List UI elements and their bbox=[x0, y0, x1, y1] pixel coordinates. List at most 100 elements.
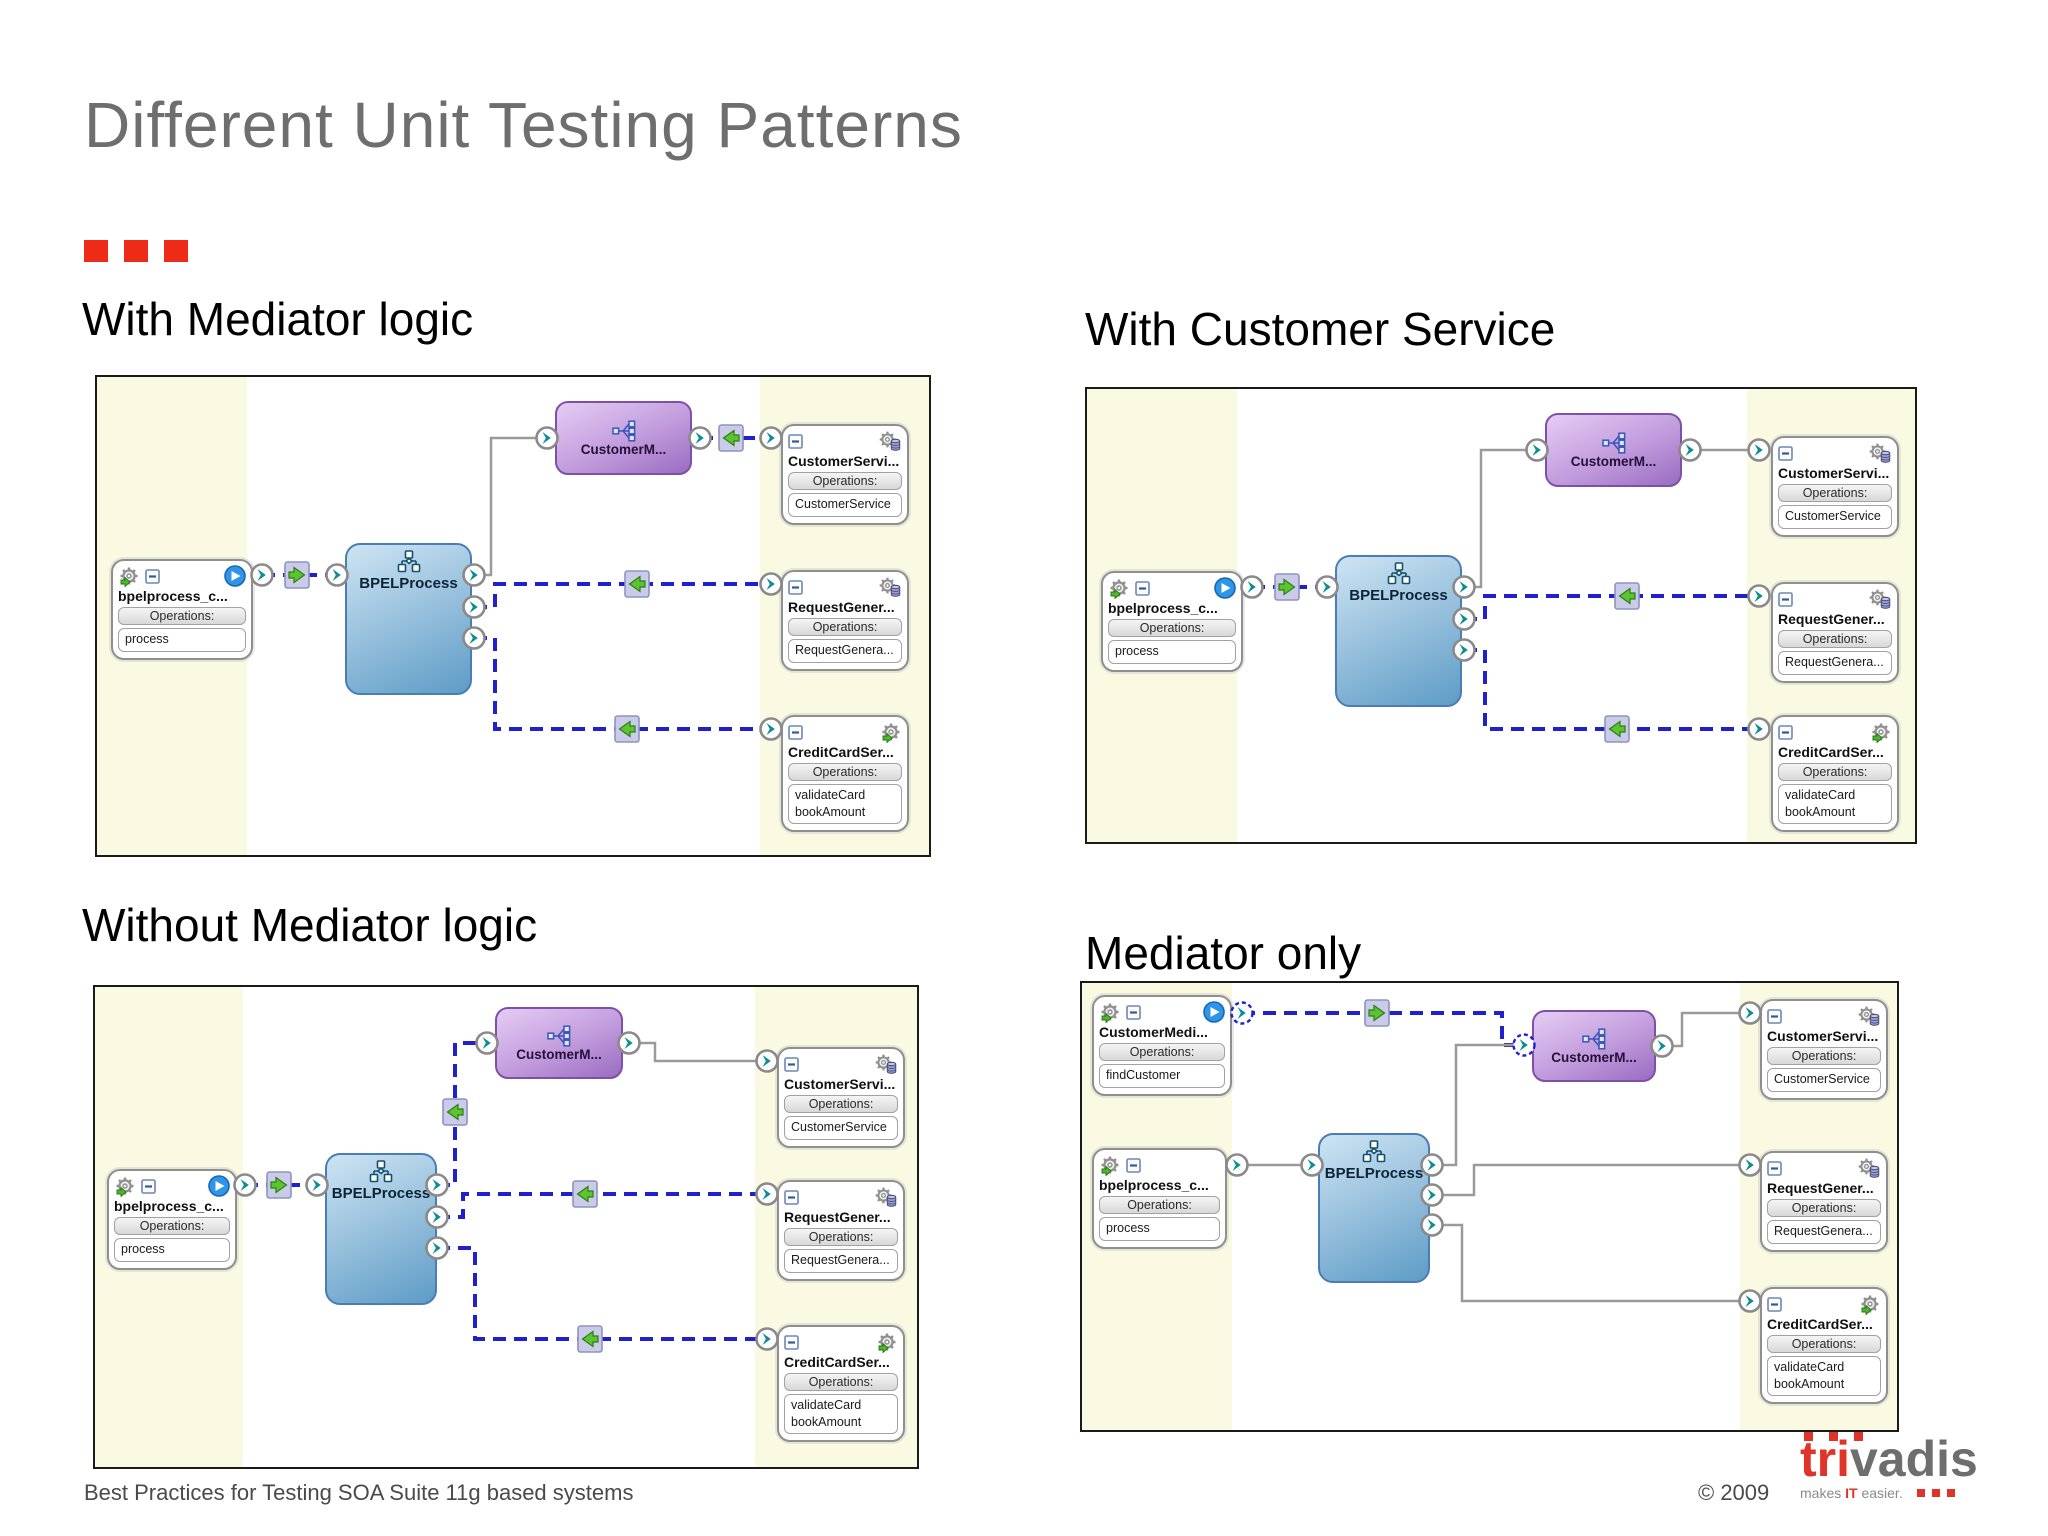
collapse-icon bbox=[1778, 445, 1793, 461]
transform-icon bbox=[1364, 999, 1390, 1027]
collapse-icon bbox=[1126, 1157, 1141, 1173]
mediator-component: CustomerM... bbox=[495, 1007, 623, 1079]
mediator-label: CustomerM... bbox=[1570, 453, 1657, 469]
bpel-process-component: BPELProcess bbox=[325, 1153, 437, 1305]
collapse-icon bbox=[784, 1334, 799, 1350]
operation: RequestGenera... bbox=[1774, 1224, 1873, 1238]
adapter-gear-db-icon bbox=[1868, 587, 1892, 611]
reference-title: CustomerServi... bbox=[1767, 1028, 1879, 1044]
component-gear-icon bbox=[1099, 1001, 1121, 1023]
service-title: bpelprocess_c... bbox=[118, 588, 228, 604]
component-gear-icon bbox=[1108, 577, 1130, 599]
run-test-icon bbox=[224, 565, 246, 587]
reference-request-generator: RequestGener... Operations: RequestGener… bbox=[777, 1180, 905, 1281]
port-icon bbox=[1240, 575, 1264, 599]
operations-label: Operations: bbox=[788, 472, 902, 490]
bpel-label: BPELProcess bbox=[331, 1185, 431, 1202]
collapse-icon bbox=[788, 724, 803, 740]
operations-label: Operations: bbox=[784, 1095, 898, 1113]
service-bpelprocess-client: bpelprocess_c... Operations: process bbox=[1101, 571, 1243, 672]
logo-squares bbox=[1916, 1489, 1955, 1497]
bpel-label: BPELProcess bbox=[1324, 1165, 1424, 1182]
reference-title: RequestGener... bbox=[784, 1209, 891, 1225]
operations-label: Operations: bbox=[1108, 619, 1236, 637]
run-test-icon bbox=[1203, 1001, 1225, 1023]
operations-label: Operations: bbox=[1767, 1047, 1881, 1065]
port-icon bbox=[1678, 438, 1702, 462]
collapse-icon bbox=[1767, 1296, 1782, 1312]
webservice-gear-icon bbox=[880, 721, 902, 743]
operation: bookAmount bbox=[1774, 1377, 1845, 1391]
collapse-icon bbox=[1767, 1008, 1782, 1024]
diagram-with-customer-service: bpelprocess_c... Operations: process BPE… bbox=[1085, 387, 1917, 844]
collapse-icon bbox=[1767, 1160, 1782, 1176]
operations-label: Operations: bbox=[788, 618, 902, 636]
trivadis-logo: trivadis makes IT easier. bbox=[1800, 1432, 2030, 1501]
port-selected-icon bbox=[1230, 1001, 1254, 1025]
webservice-gear-icon bbox=[1870, 721, 1892, 743]
operation: CustomerService bbox=[1785, 509, 1881, 523]
mediator-label: CustomerM... bbox=[1551, 1049, 1637, 1065]
footer-text: Best Practices for Testing SOA Suite 11g… bbox=[84, 1480, 634, 1505]
operation: RequestGenera... bbox=[795, 643, 894, 657]
collapse-icon bbox=[784, 1056, 799, 1072]
collapse-icon bbox=[1135, 580, 1150, 596]
operation: process bbox=[1115, 644, 1159, 658]
component-gear-icon bbox=[118, 565, 140, 587]
webservice-gear-icon bbox=[1859, 1293, 1881, 1315]
bpel-icon bbox=[369, 1160, 393, 1183]
heading-without-mediator-logic: Without Mediator logic bbox=[82, 899, 538, 951]
reference-title: CreditCardSer... bbox=[1778, 744, 1884, 760]
reference-request-generator: RequestGener... Operations: RequestGener… bbox=[781, 570, 909, 671]
mediator-label: CustomerM... bbox=[580, 441, 667, 457]
operation: RequestGenera... bbox=[1785, 655, 1884, 669]
transform-icon bbox=[1614, 582, 1640, 610]
operation: bookAmount bbox=[795, 805, 866, 819]
adapter-gear-db-icon bbox=[878, 575, 902, 599]
diagram-mediator-only: CustomerMedi... Operations: findCustomer… bbox=[1080, 981, 1899, 1432]
bpel-label: BPELProcess bbox=[1349, 587, 1448, 604]
diagram-with-mediator-logic: bpelprocess_c... Operations: process BPE… bbox=[95, 375, 931, 857]
reference-customer-service: CustomerServi... Operations: CustomerSer… bbox=[1760, 999, 1888, 1100]
reference-title: CreditCardSer... bbox=[1767, 1316, 1873, 1332]
operations-label: Operations: bbox=[1767, 1199, 1881, 1217]
bpel-process-component: BPELProcess bbox=[1335, 555, 1462, 707]
bpel-icon bbox=[1387, 562, 1410, 585]
transform-icon bbox=[718, 424, 744, 452]
adapter-gear-db-icon bbox=[1868, 441, 1892, 465]
port-icon bbox=[250, 563, 274, 587]
operation: CustomerService bbox=[791, 1120, 887, 1134]
adapter-gear-db-icon bbox=[878, 429, 902, 453]
bpel-label: BPELProcess bbox=[359, 575, 458, 592]
operations-label: Operations: bbox=[1099, 1196, 1220, 1214]
logo-part-tri: tri bbox=[1800, 1431, 1850, 1487]
red-square bbox=[164, 240, 188, 262]
operation: CustomerService bbox=[795, 497, 891, 511]
logo-wordmark: trivadis bbox=[1800, 1433, 2030, 1485]
mediator-icon bbox=[547, 1024, 571, 1047]
service-bpelprocess-client: bpelprocess_c... Operations: process bbox=[107, 1169, 237, 1270]
operation: bookAmount bbox=[791, 1415, 862, 1429]
operations-label: Operations: bbox=[784, 1373, 898, 1391]
reference-customer-service: CustomerServi... Operations: CustomerSer… bbox=[781, 424, 909, 525]
operations-label: Operations: bbox=[788, 763, 902, 781]
collapse-icon bbox=[1778, 591, 1793, 607]
heading-mediator-only: Mediator only bbox=[1085, 927, 1362, 979]
service-bpelprocess-client: bpelprocess_c... Operations: process bbox=[1092, 1148, 1227, 1249]
reference-creditcard-service: CreditCardSer... Operations: validateCar… bbox=[1760, 1287, 1888, 1404]
transform-icon bbox=[266, 1171, 292, 1199]
operation: process bbox=[125, 632, 169, 646]
reference-creditcard-service: CreditCardSer... Operations: validateCar… bbox=[1771, 715, 1899, 832]
operations-label: Operations: bbox=[118, 607, 246, 625]
collapse-icon bbox=[141, 1178, 156, 1194]
run-test-icon bbox=[1214, 577, 1236, 599]
operation: bookAmount bbox=[1785, 805, 1856, 819]
mediator-label: CustomerM... bbox=[516, 1046, 602, 1062]
logo-dots bbox=[1804, 1432, 2030, 1441]
collapse-icon bbox=[1126, 1004, 1141, 1020]
reference-request-generator: RequestGener... Operations: RequestGener… bbox=[1760, 1151, 1888, 1252]
service-title: bpelprocess_c... bbox=[114, 1198, 224, 1214]
bpel-icon bbox=[1362, 1140, 1386, 1163]
transform-icon bbox=[624, 570, 650, 598]
